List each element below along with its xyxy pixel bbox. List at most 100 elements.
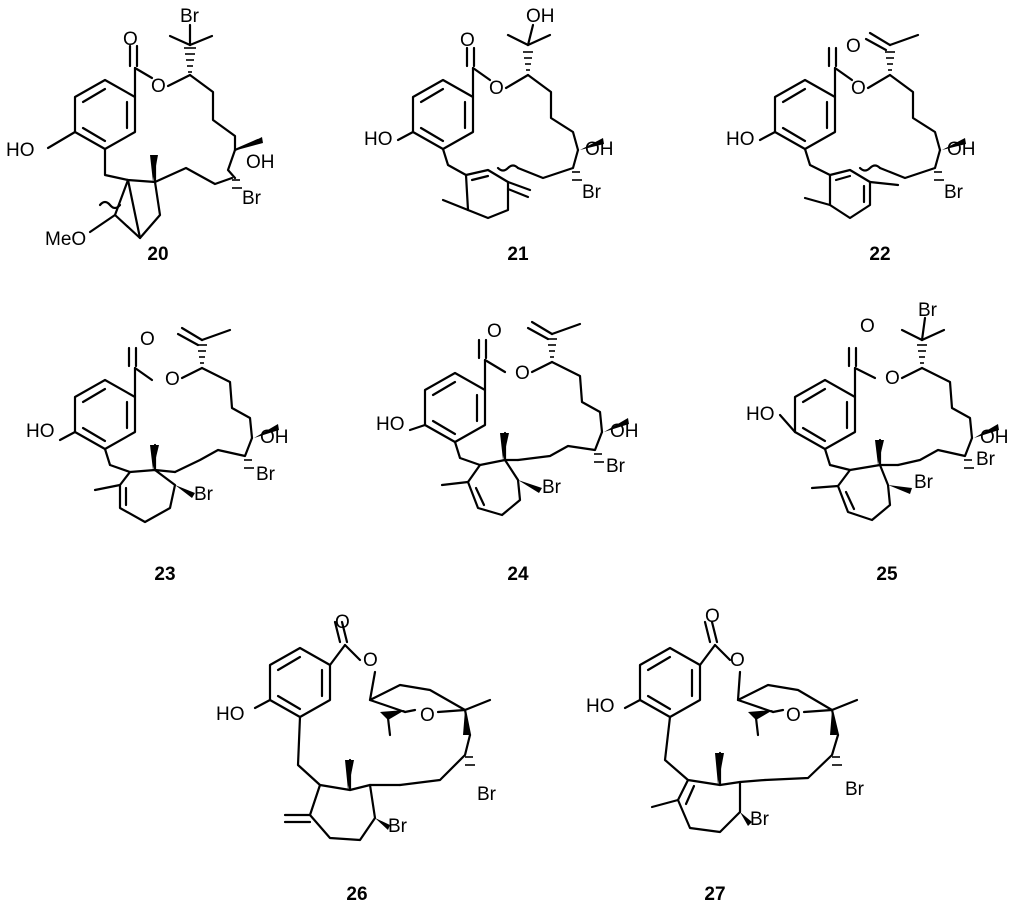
chain — [173, 436, 254, 474]
bond — [900, 366, 924, 380]
methyl-bond — [550, 322, 582, 336]
double-bond — [419, 87, 445, 104]
chain — [888, 73, 942, 152]
structure-27: HO O O O Br Br 27 — [586, 606, 865, 905]
hydroxyl-label: OH — [246, 152, 275, 173]
methyl-bond — [93, 483, 122, 492]
bond — [778, 413, 797, 434]
bond — [526, 33, 552, 47]
bond — [663, 715, 767, 787]
wedge-bond — [237, 137, 263, 150]
bond — [180, 366, 204, 380]
wedge-bond — [580, 138, 604, 150]
methyl-bond — [441, 198, 470, 212]
hashed-bond — [572, 171, 582, 181]
bond — [758, 130, 777, 142]
bond — [168, 34, 192, 47]
bond — [133, 366, 154, 382]
bond — [483, 358, 507, 374]
wedge-bond — [375, 818, 390, 830]
bond — [698, 643, 717, 667]
double-bond — [81, 387, 107, 404]
double-bond — [276, 655, 302, 672]
double-bond — [474, 486, 486, 507]
wedge-bond — [740, 812, 752, 826]
chain — [153, 166, 234, 186]
bond — [802, 708, 834, 714]
bromine-label: Br — [542, 477, 562, 498]
isopropenyl-double-bond — [864, 37, 888, 52]
bromine-label: Br — [180, 6, 200, 27]
wedge-bond — [345, 760, 354, 790]
bond — [396, 130, 415, 142]
wedge-bond — [463, 710, 470, 735]
compound-number: 27 — [704, 884, 725, 905]
hydroxyl-label: OH — [980, 427, 1009, 448]
bromine-label: Br — [750, 809, 770, 830]
exo-methylene — [506, 187, 530, 199]
methyl-bond — [888, 33, 920, 47]
double-bond — [419, 126, 445, 143]
structure-23: HO O O OH Br Br 23 — [26, 326, 289, 585]
bromine-label: Br — [194, 484, 214, 505]
hydroxyl-label: HO — [216, 704, 245, 725]
double-bond — [801, 426, 827, 443]
wedge-bond — [500, 433, 509, 460]
structure-20: HO O O Br OH Br — [6, 6, 275, 265]
wedge-bond — [888, 485, 912, 494]
bromine-label: Br — [845, 779, 865, 800]
ester-oxygen-label: O — [885, 368, 900, 389]
bond — [403, 708, 417, 714]
methyl-bond — [440, 480, 470, 487]
ester-oxygen-label: O — [165, 369, 180, 390]
methyl-bond — [650, 798, 680, 809]
wedge-bond — [380, 710, 405, 720]
hydroxyl-label: OH — [947, 139, 976, 160]
carbonyl-oxygen-label: O — [123, 29, 138, 50]
hydroxyl-label: OH — [526, 6, 555, 27]
wedge-bond — [518, 480, 542, 493]
chain — [878, 148, 942, 180]
chain — [200, 366, 254, 440]
hashed-bond — [832, 756, 842, 766]
ester-oxygen-label: O — [489, 78, 504, 99]
compound-number: 22 — [869, 244, 890, 265]
bond — [88, 213, 117, 234]
ester-oxygen-label: O — [515, 363, 530, 384]
compound-number: 25 — [876, 564, 898, 585]
bond — [408, 423, 427, 432]
bond — [623, 698, 642, 710]
isopropenyl-double-bond — [180, 326, 204, 342]
carbonyl-oxygen-label: O — [487, 321, 502, 342]
ester-oxygen-label: O — [363, 650, 378, 671]
carbonyl-oxygen-label: O — [335, 612, 350, 633]
bond — [920, 328, 946, 342]
wedge-bond — [715, 753, 724, 785]
isopropenyl-double-bond — [868, 31, 892, 47]
chain — [920, 366, 974, 440]
ring-oxygen-label: O — [786, 705, 801, 726]
double-bond — [781, 87, 807, 104]
double-bond — [646, 694, 672, 711]
chain — [526, 73, 580, 152]
methyl-bond — [830, 698, 859, 712]
methyl-bond — [803, 196, 832, 207]
hashed-bond — [197, 344, 207, 364]
hydroxyl-label: HO — [746, 404, 775, 425]
hashed-bond — [594, 453, 604, 463]
hashed-bond — [232, 179, 242, 189]
double-bond — [646, 655, 672, 672]
wedge-bond — [150, 445, 159, 470]
double-bond — [801, 387, 827, 404]
hydroxyl-label: HO — [364, 129, 393, 150]
bromine-label: Br — [242, 188, 262, 209]
chain — [516, 430, 604, 462]
carbonyl-bond — [333, 620, 342, 644]
hashed-bond — [885, 51, 895, 71]
double-bond — [431, 380, 457, 397]
wedge-bond — [875, 440, 884, 465]
double-bond — [431, 419, 457, 436]
double-bond — [81, 126, 107, 143]
